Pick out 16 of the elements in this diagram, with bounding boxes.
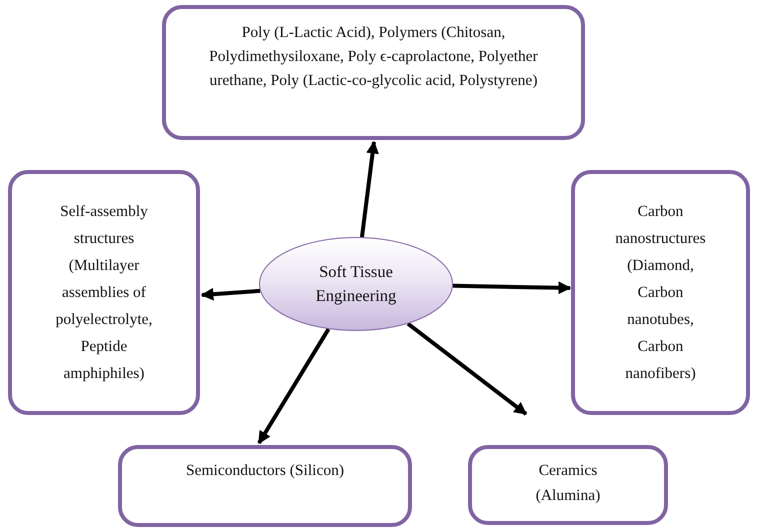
node-label: Self-assembly structures (Multilayer assemblies of polyelectrolyte, Peptide amphiphiles) — [54, 202, 154, 384]
category-box — [468, 445, 668, 525]
arrow — [200, 288, 260, 301]
node-label: Ceramics (Alumina) — [534, 461, 602, 506]
arrow — [452, 281, 572, 294]
category-box — [571, 170, 750, 415]
arrow — [360, 140, 379, 238]
category-box — [162, 5, 585, 140]
arrow — [257, 328, 330, 444]
category-box — [8, 170, 200, 415]
node-label: Carbon nanostructures (Diamond, Carbon nanotubes, Carbon nanofibers) — [614, 202, 707, 384]
node-label: Semiconductors (Silicon) — [186, 461, 344, 481]
arrow — [406, 322, 528, 416]
category-box — [118, 445, 412, 527]
node-label: Poly (L-Lactic Acid), Polymers (Chitosan, Polydimethysiloxane, Poly ϵ-caprolactone, Polyether urethane, Poly (Lactic-co-glycolic acid, Polystyrene) — [208, 23, 539, 92]
node-label: Soft Tissue Engineering — [314, 261, 398, 307]
